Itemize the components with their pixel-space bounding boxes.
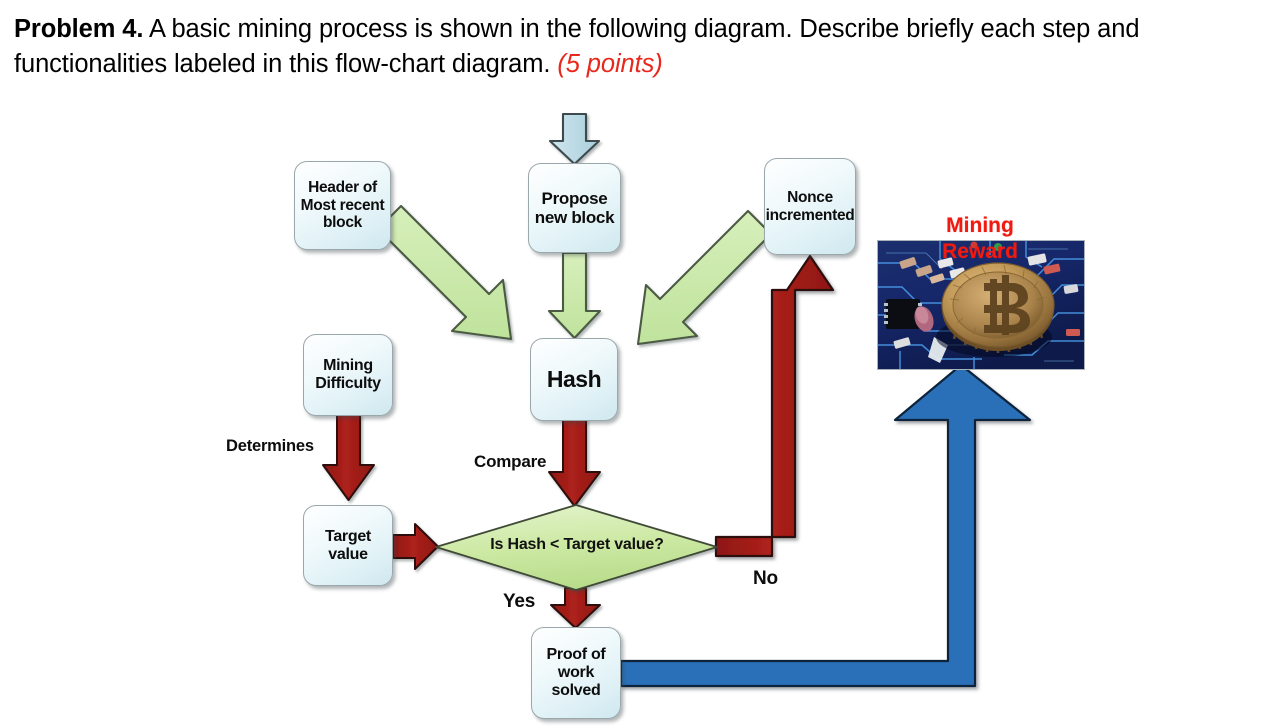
node-proof-of-work-solved[interactable]: Proof of work solved [531, 627, 621, 719]
decision-label: Is Hash < Target value? [490, 536, 664, 553]
node-label: Nonce incremented [765, 189, 855, 224]
node-label: Mining Difficulty [315, 357, 381, 392]
node-mining-difficulty[interactable]: Mining Difficulty [303, 334, 393, 416]
node-nonce-incremented[interactable]: Nonce incremented [764, 158, 856, 255]
blue-arrow-proof-to-reward [619, 363, 1032, 688]
red-arrow-no-to-nonce [714, 254, 835, 558]
green-arrow-header-to-hash [376, 204, 513, 341]
green-arrow-propose-to-hash [547, 251, 602, 340]
mining-reward-image [877, 240, 1085, 370]
green-arrow-nonce-to-hash [636, 209, 773, 346]
node-label: Header of Most recent block [300, 179, 385, 232]
node-propose-new-block[interactable]: Propose new block [528, 163, 621, 253]
red-arrow-hash-to-decision [548, 419, 601, 507]
red-arrow-difficulty-to-target [322, 414, 375, 501]
red-arrow-target-to-decision [392, 523, 439, 570]
problem-label: Problem 4. [14, 15, 144, 43]
edge-label-determines: Determines [226, 437, 314, 455]
node-hash[interactable]: Hash [530, 338, 618, 421]
edge-label-compare: Compare [474, 452, 547, 471]
red-arrow-yes-to-proof [550, 587, 601, 629]
question-header: Problem 4. A basic mining process is sho… [14, 12, 1272, 82]
edge-label-no: No [753, 568, 778, 589]
decision-diamond [435, 504, 718, 591]
node-label: Propose new block [534, 188, 615, 227]
node-label: Proof of work solved [546, 646, 606, 699]
problem-text: A basic mining process is shown in the f… [14, 15, 1140, 79]
node-header-of-most-recent-block[interactable]: Header of Most recent block [294, 161, 391, 250]
edge-label-yes: Yes [503, 591, 536, 612]
node-label: Hash [546, 365, 602, 392]
node-target-value[interactable]: Target value [303, 505, 393, 586]
problem-points: (5 points) [557, 50, 663, 79]
input-arrow-into-propose [548, 112, 601, 166]
node-label: Target value [325, 527, 371, 563]
